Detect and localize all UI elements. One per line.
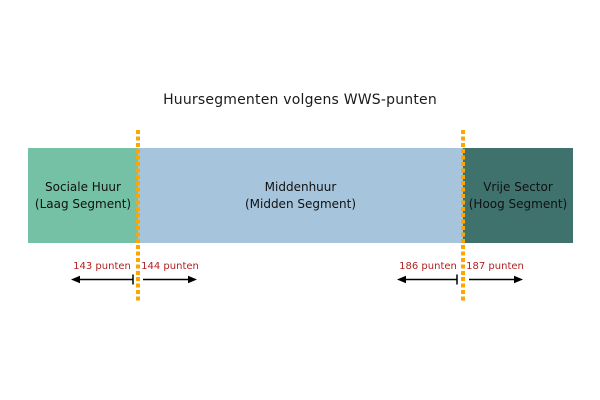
arrow-186-left-icon (397, 274, 458, 285)
segmented-bar: Sociale Huur (Laag Segment) Middenhuur (… (28, 148, 573, 243)
arrow-187-right-icon (469, 275, 523, 284)
annotation-187-punten: 187 punten (466, 261, 524, 272)
segment-vrije-sector-label: Vrije Sector (483, 179, 553, 194)
annotation-143-punten: 143 punten (73, 261, 131, 272)
annotation-186-punten: 186 punten (399, 261, 457, 272)
segment-vrije-sector-sublabel: (Hoog Segment) (468, 196, 568, 211)
arrow-144-right-icon (143, 275, 197, 284)
segment-middenhuur-sublabel: (Midden Segment) (244, 196, 357, 211)
threshold-dashed-line-143-144 (136, 130, 140, 302)
segment-sociale-huur-sublabel: (Laag Segment) (34, 196, 132, 211)
segment-middenhuur-label: Middenhuur (264, 179, 337, 194)
threshold-dashed-line-186-187 (461, 130, 465, 302)
arrow-143-left-icon (71, 274, 134, 285)
annotation-144-punten: 144 punten (141, 261, 199, 272)
segment-middenhuur: Middenhuur (Midden Segment) (138, 148, 463, 243)
segment-vrije-sector: Vrije Sector (Hoog Segment) (463, 148, 573, 243)
segment-sociale-huur-label: Sociale Huur (45, 179, 121, 194)
chart-title: Huursegmenten volgens WWS-punten (163, 92, 437, 108)
segment-sociale-huur: Sociale Huur (Laag Segment) (28, 148, 138, 243)
